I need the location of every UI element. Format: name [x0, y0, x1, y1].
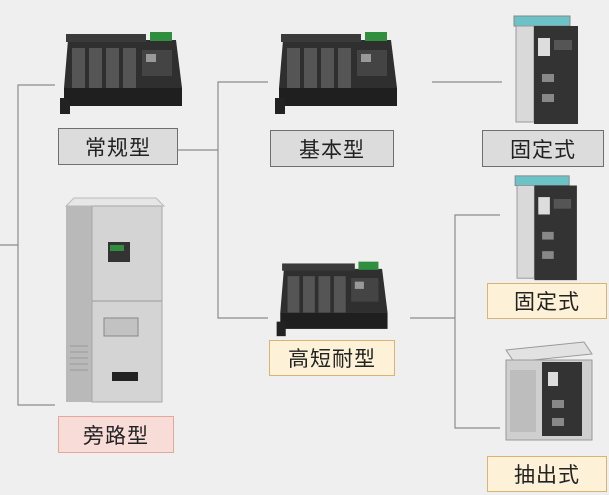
drawout-label: 抽出式: [487, 456, 607, 492]
high-short-switch-image: [276, 261, 388, 337]
drawout-unit-image: [505, 341, 593, 441]
conventional-label: 常规型: [58, 128, 178, 165]
fixed-unit-image-bottom: [514, 175, 577, 281]
fixed-label-2: 固定式: [487, 283, 607, 319]
conventional-switch-image: [60, 32, 182, 114]
fixed-label-1: 固定式: [482, 130, 604, 167]
fixed-unit-image-top: [513, 15, 578, 124]
bypass-cabinet-image: [64, 197, 166, 403]
bypass-label: 旁路型: [58, 416, 174, 453]
basic-label: 基本型: [270, 130, 394, 167]
basic-switch-image: [275, 32, 397, 114]
high-short-label: 高短耐型: [269, 340, 395, 376]
